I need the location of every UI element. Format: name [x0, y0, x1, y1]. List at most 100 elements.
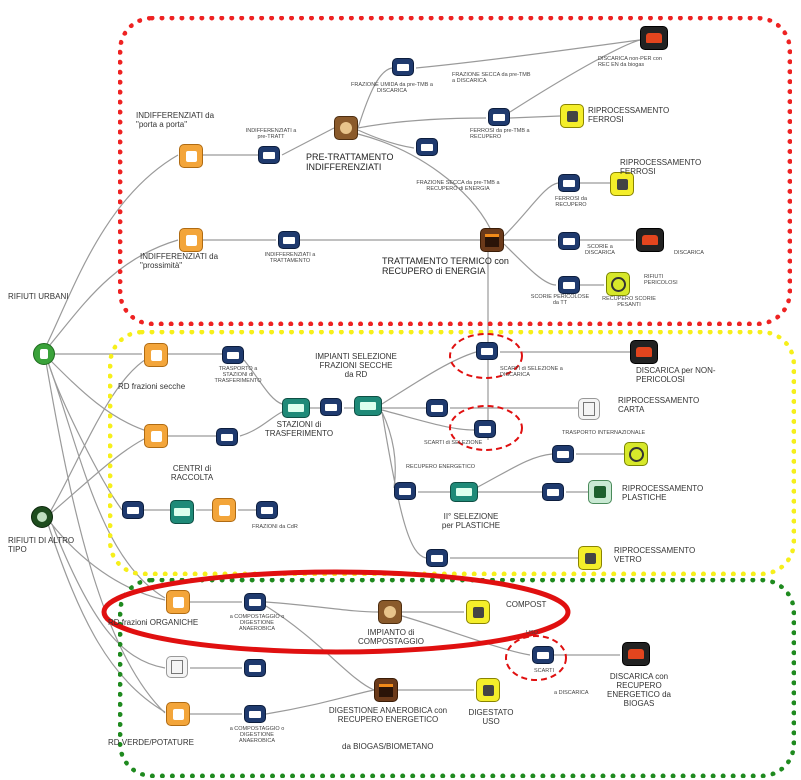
- stazioni-truck: [320, 398, 342, 416]
- link-truck-compost: [265, 601, 379, 613]
- plastiche-truck-3: [542, 483, 564, 501]
- rifiuti-urbani-label: RIFIUTI URBANI: [8, 292, 69, 301]
- compost-label: COMPOST: [506, 600, 547, 609]
- fraz-secca-energia-truck: [416, 138, 438, 156]
- discarica-biogas-label: DISCARICA con RECUPERO ENERGETICO da BIO…: [606, 672, 671, 708]
- centri-raccolta-node: [144, 424, 168, 448]
- rifiuti-urbani-node: [33, 343, 55, 365]
- link-pretratt-ferrosi: [357, 117, 487, 129]
- highlight-organiche-ellipse: [101, 569, 571, 655]
- organiche-truck-label: a COMPOSTAGGIO o DIGESTIONE ANAEROBICA: [229, 614, 285, 632]
- verde-truck-label: a COMPOSTAGGIO o DIGESTIONE ANAEROBICA: [229, 726, 285, 744]
- rd-verde-label: RD VERDE/POTATURE: [108, 738, 194, 747]
- highlight-scarti-selezione-b: [449, 405, 523, 451]
- compost-node: [466, 600, 490, 624]
- ferrosi-pretmb-label: FERROSI da pre-TMB a RECUPERO: [470, 128, 530, 140]
- fraz-secca-energia-label: FRAZIONE SECCA da pre-TMB a RECUPERO di …: [416, 180, 500, 192]
- link-urban-verde: [45, 361, 166, 714]
- riproc-plastiche-a-node: [624, 442, 648, 466]
- vetro-truck: [426, 549, 448, 567]
- scarti-selezione-a-label: SCARTI di SELEZIONE a DISCARICA: [500, 366, 563, 378]
- trattamento-termico-label: TRATTAMENTO TERMICO con RECUPERO di ENER…: [382, 256, 509, 276]
- seconda-selezione-node: [450, 482, 478, 502]
- verde-truck: [244, 705, 266, 723]
- link-impianti-scartib: [381, 409, 475, 431]
- centri-raccolta-label: CENTRI di RACCOLTA: [170, 464, 214, 482]
- impianto-compost-node: [378, 600, 402, 624]
- discarica-scorie-node: [636, 228, 664, 252]
- link-umida-discarica: [415, 39, 641, 69]
- link-pretratt-umida: [357, 67, 393, 129]
- discarica-biogas-node: [622, 642, 650, 666]
- riproc-plastiche-label: RIPROCESSAMENTO PLASTICHE: [622, 484, 704, 502]
- rd-secche-label: RD frazioni secche: [118, 382, 186, 391]
- digestato-node: [476, 678, 500, 702]
- pretratt-node: [334, 116, 358, 140]
- link-termo-scorie1: [503, 182, 559, 237]
- scorie-ferrosi-label: FERROSI da RECUPERO: [554, 196, 588, 208]
- rifiuti-altro-tipo-label: RIFIUTI DI ALTRO TIPO: [8, 536, 75, 554]
- rd-organiche-label: RD frazioni ORGANICHE: [108, 618, 199, 627]
- impianto-compost-label: IMPIANTO di COMPOSTAGGIO: [357, 628, 425, 646]
- link-urban-side: [47, 361, 123, 511]
- riproc-carta-node: [578, 398, 600, 420]
- link-truck-pretratt: [281, 127, 335, 156]
- scarti-selezione-a-truck: [476, 342, 498, 360]
- scarti-selezione-b-truck: [474, 420, 496, 438]
- region-indifferenziati: [118, 16, 792, 326]
- scarti-label: SCARTI: [534, 668, 555, 674]
- discarica-nonper-label: DISCARICA per NON- PERICOLOSI: [636, 366, 716, 384]
- fraz-umida-truck: [392, 58, 414, 76]
- fraz-umida-label: FRAZIONE UMIDA da pre-TMB a DISCARICA: [351, 82, 433, 94]
- scorie-discarica-truck: [558, 232, 580, 250]
- verde-mid-node: [166, 656, 188, 678]
- link-urban-prox: [43, 239, 179, 353]
- cdr-chain-sorting: [170, 500, 194, 524]
- link-other-rdsecche: [49, 357, 149, 513]
- plastiche-truck-2: [552, 445, 574, 463]
- riproc-carta-label: RIPROCESSAMENTO CARTA: [618, 396, 700, 414]
- biogas-label: da BIOGAS/BIOMETANO: [342, 742, 434, 751]
- link-impianti-vetro: [381, 411, 427, 559]
- indiff-prossimita-label: INDIFFERENZIATI da "prossimità": [140, 252, 219, 270]
- cdr-chain-truck-2: [256, 501, 278, 519]
- discarica-nonper-node: [630, 340, 658, 364]
- link-pretratt-termo: [357, 133, 491, 229]
- link-termo-scorie3: [503, 243, 557, 286]
- riproc-ferrosi-1-node: [560, 104, 584, 128]
- fraz-secca-label: FRAZIONE SECCA da pre-TMB a DISCARICA: [452, 72, 531, 84]
- organiche-truck: [244, 593, 266, 611]
- trasporto-internazionale-label: TRASPORTO INTERNAZIONALE: [562, 430, 646, 436]
- riproc-ferrosi-2-label: RIPROCESSAMENTO FERROSI: [620, 158, 702, 176]
- impianti-selezione-label: IMPIANTI SELEZIONE FRAZIONI SECCHE da RD: [315, 352, 397, 379]
- frazioni-cdr-label: FRAZIONI da CdR: [252, 524, 298, 530]
- discarica-top-node: [640, 26, 668, 50]
- scorie-pericolose-label: SCORIE PERICOLOSE da TT: [530, 294, 590, 306]
- link-secca-discarica: [509, 39, 641, 113]
- discarica-scorie-label: DISCARICA: [674, 250, 704, 256]
- scorie-discarica-label: SCORIE a DISCARICA: [585, 244, 615, 256]
- indiff-porta-truck: [258, 146, 280, 164]
- riproc-vetro-node: [578, 546, 602, 570]
- link-compost-scarti: [401, 615, 531, 656]
- stazioni-label: STAZIONI di TRASFERIMENTO: [264, 420, 334, 438]
- discarica-top-label: DISCARICA non-PER con REC EN da biogas: [598, 56, 662, 68]
- region-raccolta-differenziata-secca: [108, 330, 796, 576]
- scarti-discarica-label: a DISCARICA: [554, 690, 589, 696]
- scorie-pericolose-truck: [558, 276, 580, 294]
- highlight-scarti-compost: [505, 635, 567, 681]
- link-other-verde: [47, 523, 166, 713]
- link-urban-porta: [43, 154, 179, 351]
- pretratt-label: PRE-TRATTAMENTO INDIFFERENZIATI: [306, 152, 394, 172]
- impianti-selezione-node: [354, 396, 382, 416]
- uso-label: USO: [526, 630, 538, 636]
- indiff-porta-node: [179, 144, 203, 168]
- cdr-chain-container: [212, 498, 236, 522]
- scarti-selezione-b-label: SCARTI di SELEZIONE: [424, 440, 483, 446]
- link-other-mid: [51, 523, 166, 669]
- recupero-energetico-label: RECUPERO ENERGETICO: [406, 464, 476, 470]
- plastiche-truck: [394, 482, 416, 500]
- scarti-compost-truck: [532, 646, 554, 664]
- ferrosi-pretmb-truck: [488, 108, 510, 126]
